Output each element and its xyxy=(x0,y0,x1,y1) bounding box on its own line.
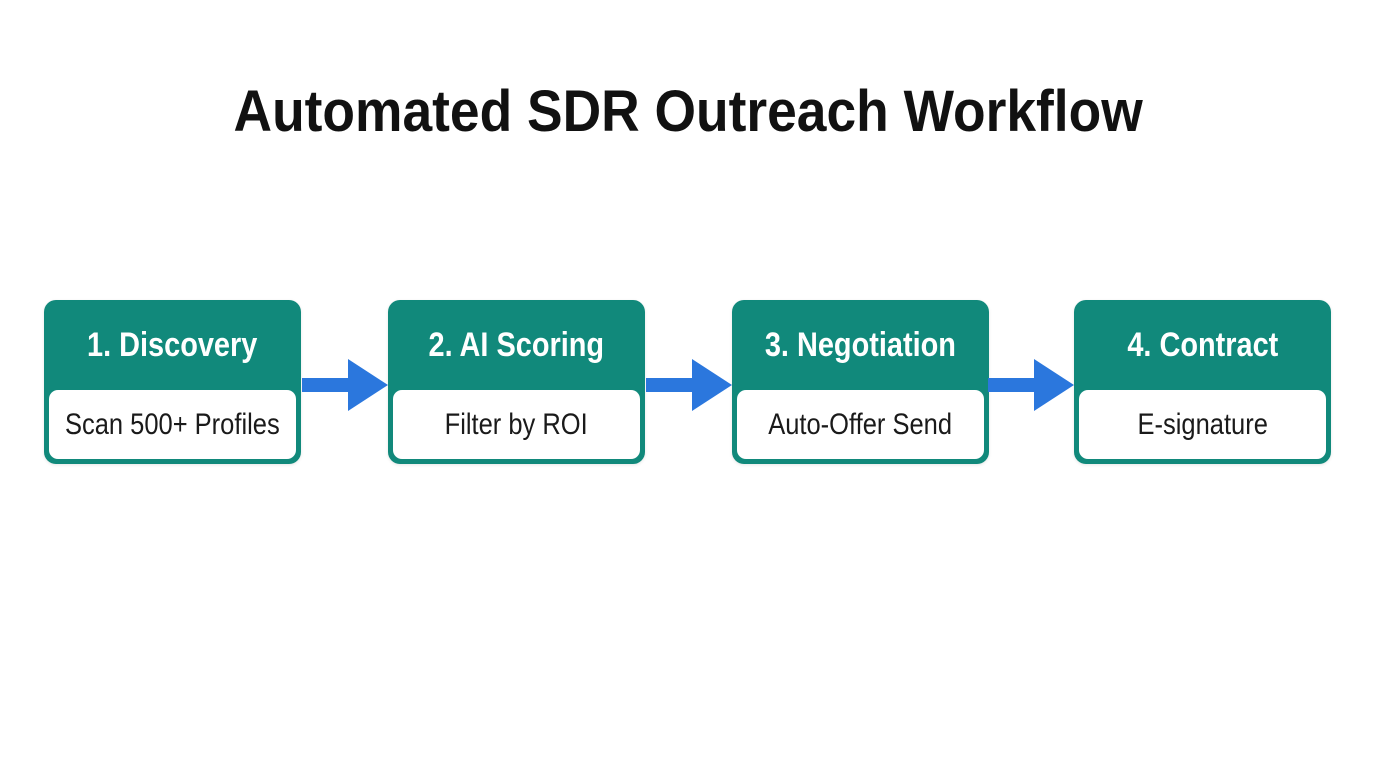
step-header: 1. Discovery xyxy=(44,300,301,390)
step-body: Scan 500+ Profiles xyxy=(49,390,296,459)
step-detail: Filter by ROI xyxy=(444,407,589,441)
step-title: 1. Discovery xyxy=(87,325,258,364)
arrow-right-icon xyxy=(302,359,388,411)
page-title: Automated SDR Outreach Workflow xyxy=(0,82,1376,142)
step-card-negotiation: 3. Negotiation Auto-Offer Send xyxy=(732,300,989,464)
step-detail: E-signature xyxy=(1137,407,1268,441)
step-detail: Auto-Offer Send xyxy=(768,407,953,441)
arrow-right-icon xyxy=(988,359,1074,411)
step-header: 3. Negotiation xyxy=(732,300,989,390)
step-title: 3. Negotiation xyxy=(764,325,957,364)
step-header: 4. Contract xyxy=(1074,300,1331,390)
step-card-contract: 4. Contract E-signature xyxy=(1074,300,1331,464)
step-header: 2. AI Scoring xyxy=(388,300,645,390)
step-card-discovery: 1. Discovery Scan 500+ Profiles xyxy=(44,300,301,464)
step-title: 4. Contract xyxy=(1127,325,1278,364)
step-detail: Scan 500+ Profiles xyxy=(65,407,280,441)
arrow-right-icon xyxy=(646,359,732,411)
step-body: Filter by ROI xyxy=(393,390,640,459)
page-title-text: Automated SDR Outreach Workflow xyxy=(233,79,1143,144)
step-body: E-signature xyxy=(1079,390,1326,459)
step-card-ai-scoring: 2. AI Scoring Filter by ROI xyxy=(388,300,645,464)
step-body: Auto-Offer Send xyxy=(737,390,984,459)
step-title: 2. AI Scoring xyxy=(428,325,605,364)
